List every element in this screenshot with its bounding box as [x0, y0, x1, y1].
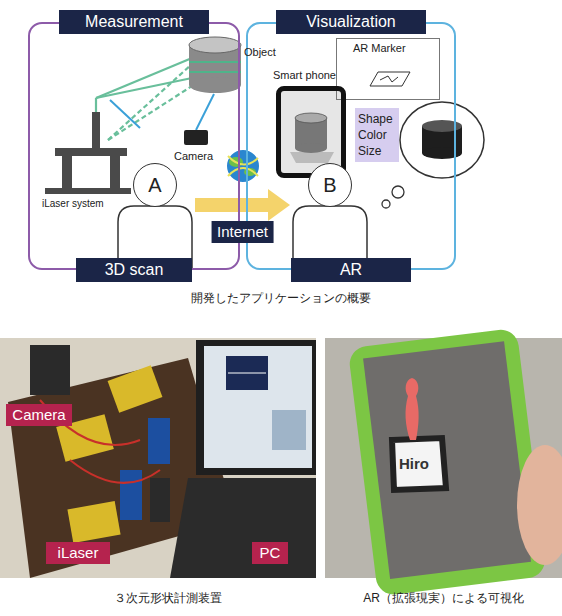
laptop-keyboard	[170, 478, 316, 578]
network-lines	[228, 156, 258, 176]
screen-cylinder	[295, 113, 327, 123]
measurement-panel: Measurement3D scanA	[28, 22, 240, 270]
text-label: iLaser system	[42, 198, 104, 209]
bubble-dot	[382, 200, 390, 208]
laptop-screen	[204, 346, 312, 468]
node-text: Camera	[12, 406, 65, 423]
circuit-board	[108, 365, 163, 413]
photo-measurement-device	[0, 338, 316, 578]
camera-sightline	[196, 94, 214, 130]
phone-display	[363, 341, 531, 579]
bubble	[400, 102, 484, 178]
node-text: B	[323, 174, 336, 197]
object-cylinder	[189, 37, 241, 93]
laser-beam	[108, 64, 192, 140]
screen-marker	[290, 152, 334, 163]
phone-case	[348, 328, 547, 597]
visualization-panel: VisualizationARAR MarkerSmart phoneShape…	[246, 22, 456, 270]
cylinder-bottom	[189, 77, 241, 93]
text-label: ３次元形状計測装置	[10, 590, 326, 607]
bubble-cylinder	[422, 147, 462, 159]
bubble-cylinder	[422, 120, 462, 132]
camera-sightline	[110, 100, 140, 128]
photo-tag: iLaser	[46, 542, 110, 564]
photo-tag: Camera	[6, 404, 72, 426]
footer-tab: AR	[291, 258, 411, 282]
figure-caption: 開発したアプリケーションの概要	[0, 290, 562, 307]
marker-glyph	[380, 76, 398, 82]
ilaser-platform	[55, 148, 127, 156]
node-text: A	[148, 174, 161, 197]
header-tab: Visualization	[276, 10, 426, 34]
person-head: A	[133, 163, 177, 207]
text-label: Hiro	[399, 455, 429, 472]
screen-window	[272, 410, 306, 450]
node-text: iLaser	[58, 544, 99, 561]
laser-beam	[108, 86, 192, 140]
laser-beam	[96, 58, 192, 98]
circuit-board	[67, 501, 120, 543]
cylinder-top	[189, 37, 241, 53]
arrow-shaft	[195, 198, 270, 212]
node-text: Smart phone	[273, 69, 336, 81]
arrow-head	[268, 189, 290, 221]
text-label: Camera	[174, 150, 213, 162]
battery-pack	[148, 418, 170, 464]
globe-icon	[226, 149, 260, 183]
screen-cylinder	[295, 143, 327, 153]
header-tab: Measurement	[59, 10, 209, 34]
node-text: Shape Color Size	[358, 112, 393, 158]
text-label: Object	[244, 46, 276, 58]
ilaser-leg	[110, 156, 120, 190]
ar-figure	[406, 378, 419, 440]
person-head: B	[308, 163, 352, 207]
scan-line	[189, 61, 241, 63]
node-text: PC	[260, 544, 281, 561]
marker-icon	[370, 72, 410, 86]
hiro-marker	[392, 438, 446, 490]
internet-arrow	[195, 189, 290, 221]
photo-background	[0, 338, 316, 578]
text-label: AR（拡張現実）による可視化	[325, 590, 562, 607]
node-text: AR Marker	[353, 42, 406, 54]
laser-beams	[96, 58, 192, 145]
phone-photo	[348, 328, 547, 597]
ilaser-leg	[62, 156, 72, 190]
photo-tag: PC	[252, 542, 288, 564]
screen-window	[226, 356, 268, 390]
laptop-bezel	[196, 340, 316, 475]
scan-line	[189, 71, 241, 73]
battery-pack	[120, 470, 142, 520]
screen-graph	[228, 373, 266, 374]
ilaser-post	[92, 112, 100, 150]
finger	[517, 445, 562, 565]
attribute-box: Shape Color Size	[355, 108, 399, 162]
bubble-dot	[392, 186, 404, 198]
ilaser-base	[45, 188, 131, 194]
marker-card: AR Marker	[336, 38, 440, 100]
battery-pack	[150, 478, 170, 522]
footer-tab: 3D scan	[76, 258, 192, 282]
camera-icon	[184, 130, 208, 145]
edge-label: Internet	[211, 221, 274, 243]
globe	[226, 149, 260, 183]
photo-ar-view	[325, 328, 562, 597]
phone-screen	[281, 91, 341, 173]
camera-body	[30, 345, 70, 395]
ilaser-stage	[45, 112, 131, 194]
